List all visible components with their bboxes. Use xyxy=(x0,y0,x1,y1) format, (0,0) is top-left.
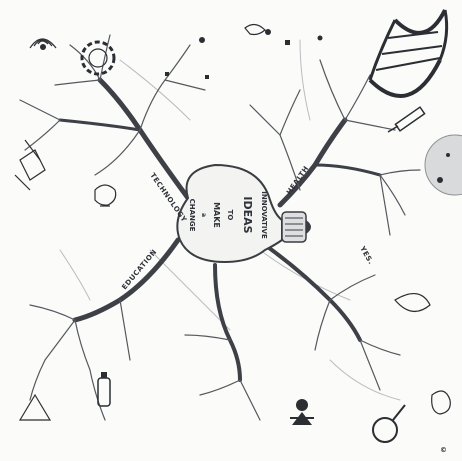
branch-health-sub xyxy=(315,165,380,175)
branch-lower-right xyxy=(265,245,360,340)
branch-technology-sub xyxy=(60,120,140,130)
branch-technology xyxy=(100,80,188,198)
branch-label-health: HEALTH xyxy=(285,165,310,197)
center-title-line-2: IDEAS xyxy=(241,196,254,233)
tent-doodle-icon xyxy=(20,395,50,420)
wifi-icon xyxy=(30,39,56,50)
twigs-upper-right xyxy=(250,60,420,235)
leaf-icon xyxy=(395,294,430,312)
dna-helix-icon xyxy=(370,10,447,96)
bird-icon xyxy=(245,24,271,35)
center-title-line-4: MAKE xyxy=(212,202,221,228)
lightbulb-doodle-icon xyxy=(95,185,116,206)
center-title-line-6: CHANGE xyxy=(188,199,196,232)
light-bulb-small-icon xyxy=(432,391,451,414)
lightbulb-base xyxy=(282,212,311,242)
person-icon xyxy=(290,399,314,425)
planet-icon xyxy=(425,135,462,195)
small-marks xyxy=(165,36,323,80)
central-lightbulb: INNOVATIVE IDEAS TO MAKE a CHANGE xyxy=(177,165,311,262)
center-title-line-3: TO xyxy=(226,210,234,221)
bottle-icon xyxy=(98,372,110,406)
corner-mark: © xyxy=(440,446,448,454)
center-title-line-5: a xyxy=(200,213,207,217)
syringe-icon xyxy=(388,107,425,132)
robot-figure-icon xyxy=(15,140,45,190)
yes-label: YES. xyxy=(358,244,375,266)
center-title-line-1: INNOVATIVE xyxy=(260,191,268,239)
branch-lower-middle xyxy=(215,265,240,380)
magnifier-icon xyxy=(373,405,405,442)
gear-icon xyxy=(82,42,114,74)
branch-label-technology: TECHNOLOGY xyxy=(148,172,188,225)
